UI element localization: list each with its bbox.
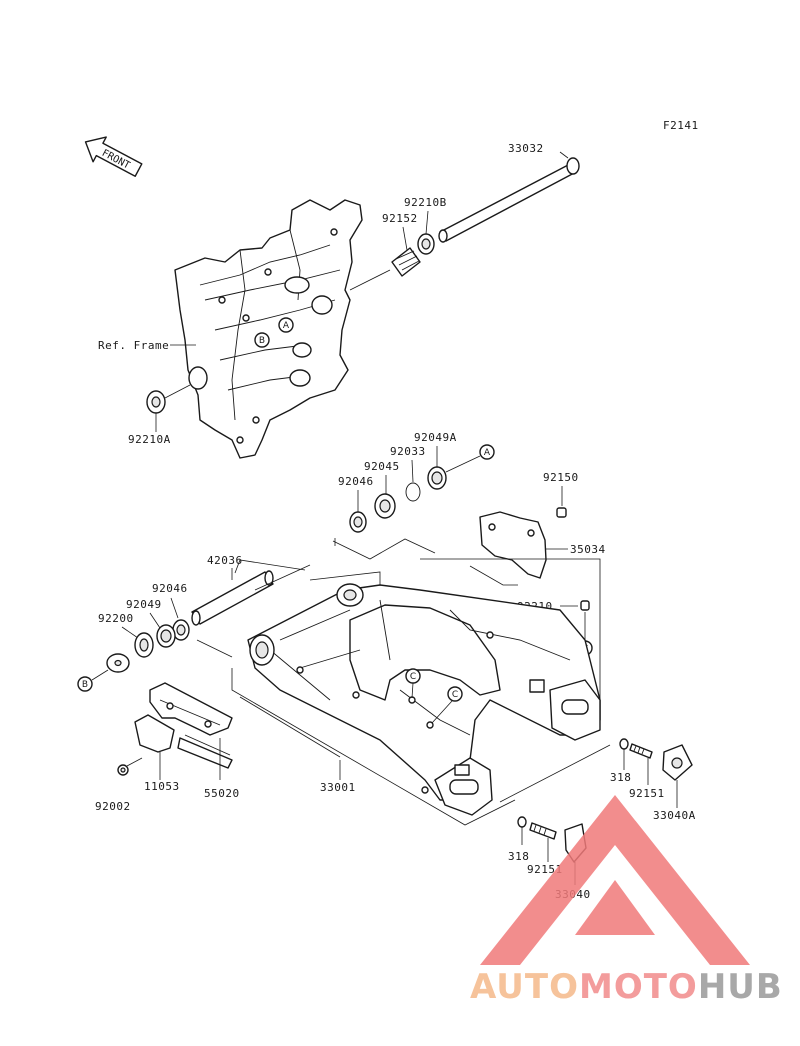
svg-text:A: A: [484, 448, 491, 458]
svg-text:B: B: [259, 336, 265, 346]
label-92045: 92045: [364, 460, 400, 473]
figure-code: F2141: [663, 119, 699, 132]
label-92210B: 92210B: [404, 196, 447, 209]
front-arrow-icon: FRONT: [84, 136, 143, 177]
label-11053: 11053: [144, 780, 180, 793]
ref-circle-C-mid-1: C: [405, 668, 421, 684]
svg-text:C: C: [452, 690, 458, 700]
nut-318-right: [619, 738, 629, 750]
label-92002: 92002: [95, 800, 131, 813]
washer-lower: [106, 653, 130, 673]
label-92049A: 92049A: [414, 431, 457, 444]
chain-slider-55020: [149, 682, 233, 736]
label-92150: 92150: [543, 471, 579, 484]
sleeve-92152: [391, 247, 421, 277]
bearing-92046-lower: [172, 619, 190, 641]
ref-circle-B-lower: B: [77, 676, 93, 692]
bearing-92046-upper: [349, 511, 367, 533]
ref-circle-A-frame: A: [278, 317, 294, 333]
label-33040A: 33040A: [653, 809, 696, 822]
ref-circle-A-upper: A: [479, 444, 495, 460]
label-42036: 42036: [207, 554, 243, 567]
label-318-lower: 318: [508, 850, 529, 863]
bearing-92045: [374, 493, 396, 519]
label-92033: 92033: [390, 445, 426, 458]
frame-assembly: [174, 199, 363, 459]
bolt-92151-right: [629, 743, 653, 759]
assembly-guide-lines: [196, 538, 611, 826]
seal-92049A: [427, 466, 447, 490]
bracket-35034: [479, 511, 547, 579]
svg-text:A: A: [283, 321, 290, 331]
label-92049: 92049: [126, 598, 162, 611]
label-92200: 92200: [98, 612, 134, 625]
label-33001: 33001: [320, 781, 356, 794]
collar-92210B: [417, 233, 435, 255]
label-35034: 35034: [570, 543, 606, 556]
seal-92200: [134, 632, 154, 658]
label-92046-upper: 92046: [338, 475, 374, 488]
label-318-right: 318: [610, 771, 631, 784]
svg-text:B: B: [82, 680, 88, 690]
bolt-92151-lower: [529, 822, 557, 840]
nut-318-lower: [517, 816, 527, 828]
swingarm-33001: [247, 583, 601, 816]
ref-circle-C-mid-2: C: [447, 686, 463, 702]
circlip-92033: [405, 482, 421, 502]
sleeve-42036: [191, 570, 274, 626]
label-55020: 55020: [204, 787, 240, 800]
label-92152: 92152: [382, 212, 418, 225]
bolt-92210: [580, 600, 590, 611]
ref-frame-label: Ref. Frame: [98, 339, 169, 352]
label-92046-lower: 92046: [152, 582, 188, 595]
collar-92210A: [146, 390, 166, 414]
ref-circle-B-frame: B: [254, 332, 270, 348]
bolt-92150: [556, 507, 567, 518]
screw-92002: [117, 764, 129, 776]
adjuster-33040A: [662, 744, 693, 781]
label-92151-right: 92151: [629, 787, 665, 800]
svg-text:AUTOMOTOHUB: AUTOMOTOHUB: [470, 967, 783, 1007]
pivot-shaft-33032: [438, 157, 580, 243]
label-33032: 33032: [508, 142, 544, 155]
automotohub-logo: AUTOMOTOHUB: [470, 795, 783, 1007]
guide-plate-11053: [134, 714, 233, 769]
label-92210A: 92210A: [128, 433, 171, 446]
bearing-92049: [156, 624, 176, 648]
svg-text:C: C: [410, 672, 416, 682]
